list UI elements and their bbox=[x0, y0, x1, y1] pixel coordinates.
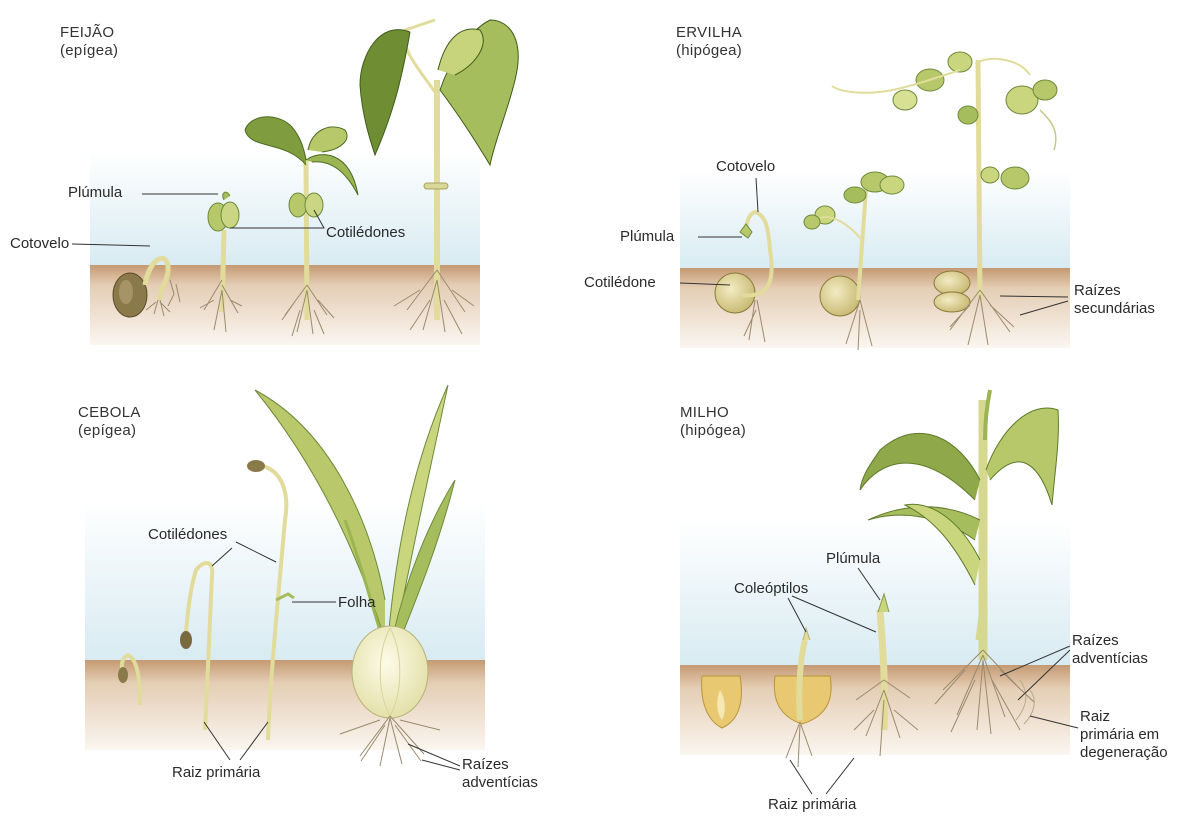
ervilha-raizes-line2: secundárias bbox=[1074, 300, 1155, 318]
milho-title: MILHO bbox=[680, 404, 746, 422]
cebola-title-block: CEBOLA (epígea) bbox=[78, 404, 141, 440]
feijao-cotovelo-label: Cotovelo bbox=[10, 235, 69, 253]
ervilha-title-block: ERVILHA (hipógea) bbox=[676, 24, 742, 60]
cebola-raizes-line1: Raízes bbox=[462, 756, 538, 774]
milho-raiz-deg-line3: degeneração bbox=[1080, 744, 1168, 762]
feijao-cotiledones-label: Cotilédones bbox=[326, 224, 405, 242]
milho-coleoptilos-label: Coleóptilos bbox=[734, 580, 808, 598]
milho-raiz-primaria-pointer bbox=[790, 758, 854, 794]
cebola-raizes-label: Raízes adventícias bbox=[462, 756, 538, 792]
milho-raiz-deg-label: Raiz primária em degeneração bbox=[1080, 708, 1168, 762]
ervilha-raizes-line1: Raízes bbox=[1074, 282, 1155, 300]
feijao-sky bbox=[90, 150, 480, 265]
ervilha-panel bbox=[680, 52, 1070, 350]
feijao-title-block: FEIJÃO (epígea) bbox=[60, 24, 118, 60]
cebola-raizes-line2: adventícias bbox=[462, 774, 538, 792]
ervilha-cotovelo-label: Cotovelo bbox=[716, 158, 775, 176]
ervilha-raizes-label: Raízes secundárias bbox=[1074, 282, 1155, 318]
cebola-folha-label: Folha bbox=[338, 594, 376, 612]
cebola-cotiledones-label: Cotilédones bbox=[148, 526, 227, 544]
milho-raiz-primaria-label: Raiz primária bbox=[768, 796, 856, 814]
milho-plumula-label: Plúmula bbox=[826, 550, 880, 568]
milho-raizes-label: Raízes adventícias bbox=[1072, 632, 1148, 668]
milho-title-block: MILHO (hipógea) bbox=[680, 404, 746, 440]
feijao-plumula-label: Plúmula bbox=[68, 184, 122, 202]
ervilha-cotiledone-label: Cotilédone bbox=[584, 274, 656, 292]
ervilha-subtitle: (hipógea) bbox=[676, 42, 742, 60]
ervilha-plumula-label: Plúmula bbox=[620, 228, 674, 246]
cebola-raiz-primaria-label: Raiz primária bbox=[172, 764, 260, 782]
milho-raizes-line2: adventícias bbox=[1072, 650, 1148, 668]
cebola-subtitle: (epígea) bbox=[78, 422, 141, 440]
cebola-title: CEBOLA bbox=[78, 404, 141, 422]
cebola-panel bbox=[85, 385, 485, 770]
milho-subtitle: (hipógea) bbox=[680, 422, 746, 440]
ervilha-title: ERVILHA bbox=[676, 24, 742, 42]
milho-raiz-deg-line1: Raiz bbox=[1080, 708, 1168, 726]
feijao-panel bbox=[72, 20, 518, 345]
milho-raiz-deg-line2: primária em bbox=[1080, 726, 1168, 744]
milho-raizes-line1: Raízes bbox=[1072, 632, 1148, 650]
feijao-title: FEIJÃO bbox=[60, 24, 118, 42]
feijao-subtitle: (epígea) bbox=[60, 42, 118, 60]
